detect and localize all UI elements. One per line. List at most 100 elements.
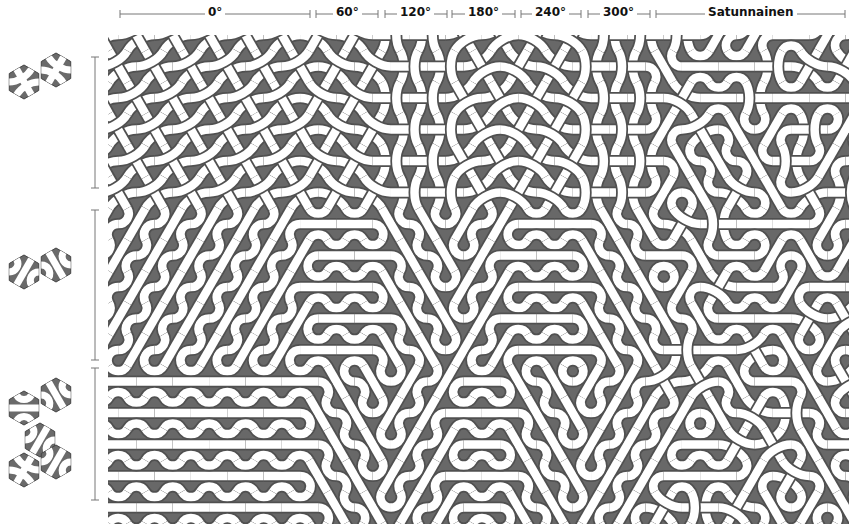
tube-outline	[635, 303, 646, 319]
tube	[355, 382, 366, 398]
tube	[155, 208, 166, 224]
tube-outline	[600, 82, 604, 114]
tube-outline	[709, 460, 727, 465]
tube	[182, 429, 200, 434]
tube	[264, 271, 275, 287]
tube	[609, 429, 620, 445]
tube	[433, 145, 437, 177]
tube-outline	[155, 271, 166, 287]
tube-outline	[364, 240, 382, 245]
tube	[309, 334, 327, 339]
tube-outline	[127, 460, 145, 465]
tube	[653, 334, 664, 350]
tube-outline	[546, 303, 564, 308]
tube	[255, 455, 273, 460]
tube-outline	[536, 313, 572, 325]
tube	[835, 460, 846, 476]
tube	[218, 518, 236, 523]
tube	[453, 303, 464, 319]
tube-outline	[818, 108, 836, 113]
tube	[709, 108, 727, 113]
tube	[227, 82, 254, 98]
tube-outline	[399, 334, 410, 350]
tube	[282, 440, 318, 449]
tube-outline	[255, 518, 273, 523]
tube	[464, 440, 500, 449]
tube-outline	[618, 177, 622, 209]
tube-outline	[687, 334, 691, 366]
tube	[191, 271, 202, 287]
tube-outline	[744, 114, 755, 130]
tube	[245, 240, 256, 256]
tube-outline	[599, 240, 610, 256]
tube	[527, 271, 545, 276]
tube-outline	[646, 177, 657, 193]
tube	[136, 114, 163, 130]
tube-outline	[308, 319, 319, 335]
tube-outline	[145, 392, 163, 397]
tube	[737, 283, 773, 292]
tube-outline	[109, 455, 127, 460]
tube-outline	[108, 145, 109, 161]
tube	[209, 440, 245, 449]
tube	[109, 429, 127, 434]
tube	[846, 220, 849, 229]
tube-outline	[218, 455, 236, 460]
tube-outline	[526, 366, 537, 382]
tube	[664, 397, 675, 413]
tube	[200, 486, 218, 491]
tube-outline	[671, 445, 682, 461]
tube-outline	[271, 256, 282, 272]
tube-outline	[291, 392, 309, 397]
tube-outline	[726, 397, 737, 413]
tube-outline	[209, 376, 245, 388]
tube	[435, 271, 446, 287]
tube	[236, 523, 254, 524]
tube	[273, 486, 291, 491]
tube-outline	[727, 303, 745, 308]
tube	[155, 409, 191, 418]
tube-outline	[309, 271, 327, 276]
tube	[573, 429, 584, 445]
tube-outline	[155, 208, 166, 224]
tube	[209, 303, 220, 319]
tube	[691, 492, 695, 524]
tube-outline	[199, 256, 210, 272]
tube-outline	[109, 518, 127, 523]
tube-outline	[200, 423, 218, 428]
tube	[209, 377, 245, 386]
tube-outline	[464, 303, 475, 319]
tube-outline	[435, 334, 446, 350]
tube	[409, 397, 420, 413]
tube	[309, 360, 327, 365]
tube	[435, 334, 446, 350]
tube-outline	[409, 460, 420, 476]
tube-outline	[118, 334, 129, 350]
tube-outline	[245, 502, 281, 514]
tube	[108, 440, 136, 449]
tube-outline	[136, 376, 172, 388]
tube	[718, 62, 754, 71]
tube-outline	[217, 224, 228, 240]
tube-outline	[108, 240, 111, 256]
tube-outline	[453, 240, 464, 256]
tube	[617, 413, 628, 429]
tube-outline	[362, 460, 373, 476]
tube-outline	[464, 439, 500, 451]
tube-outline	[546, 240, 564, 245]
tube	[546, 240, 564, 245]
tube	[627, 397, 638, 413]
tube	[173, 114, 200, 130]
tube-outline	[778, 51, 782, 83]
tube-outline	[482, 271, 493, 287]
tube-outline	[591, 460, 602, 476]
tube	[399, 413, 410, 429]
tube	[427, 319, 438, 335]
tube	[245, 303, 256, 319]
tube	[709, 360, 727, 365]
tube-outline	[764, 366, 782, 371]
tube	[827, 67, 849, 83]
tube	[326, 460, 337, 476]
tube-outline	[653, 334, 664, 350]
tube-outline	[191, 208, 202, 224]
